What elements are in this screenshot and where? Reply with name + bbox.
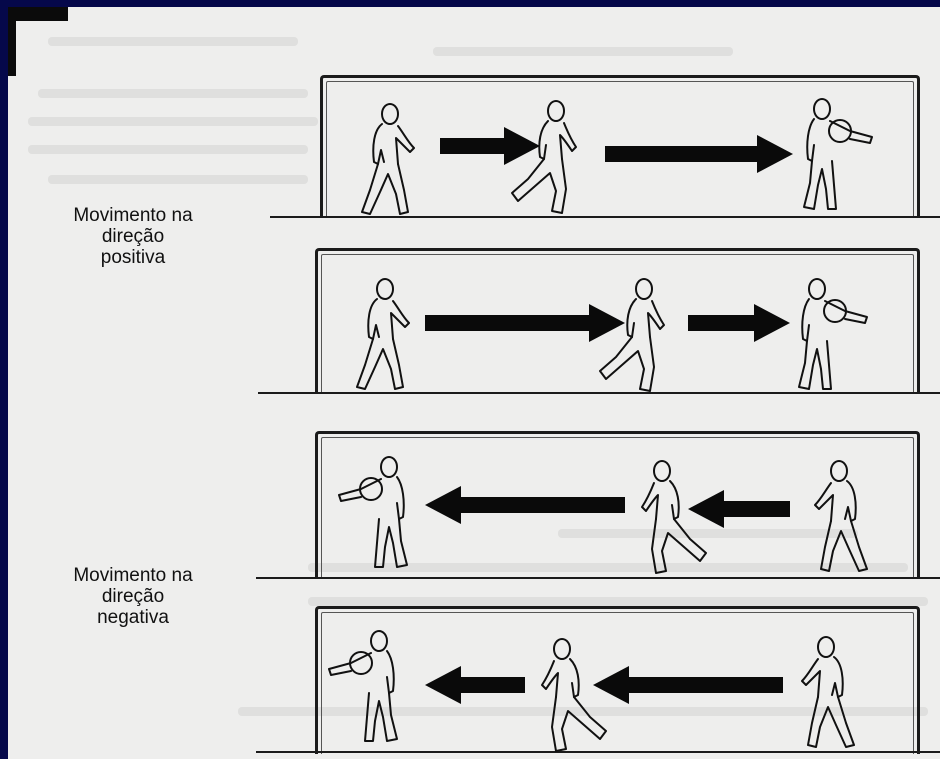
ghost-text-line bbox=[308, 563, 908, 572]
label-negative-direction: Movimento na direção negativa bbox=[73, 565, 193, 628]
running-person-icon bbox=[598, 277, 678, 402]
ghost-text-line bbox=[558, 529, 858, 538]
minus-sign bbox=[8, 7, 68, 14]
ghost-text-line bbox=[28, 145, 308, 154]
floor-line-2 bbox=[258, 392, 940, 394]
ghost-text-line bbox=[308, 597, 928, 606]
arrow-right-icon bbox=[688, 304, 790, 342]
person-holding-ball-icon bbox=[783, 277, 873, 402]
ghost-text-line bbox=[433, 47, 733, 56]
label-positive-direction: Movimento na direção positiva bbox=[73, 205, 193, 268]
floor-line-4 bbox=[256, 751, 940, 753]
arrow-left-icon bbox=[425, 486, 625, 524]
ghost-text-line bbox=[28, 117, 318, 126]
ghost-text-line bbox=[48, 175, 308, 184]
walking-person-icon bbox=[801, 459, 881, 584]
floor-line-3 bbox=[256, 577, 940, 579]
ghost-text-line bbox=[238, 707, 928, 716]
arrow-right-icon bbox=[440, 127, 540, 165]
arrow-right-icon bbox=[605, 135, 793, 173]
floor-line-1 bbox=[270, 216, 940, 218]
scene-panel-2 bbox=[315, 248, 920, 394]
person-holding-ball-icon bbox=[788, 97, 878, 222]
running-person-icon bbox=[510, 99, 590, 224]
person-holding-ball-icon bbox=[333, 455, 423, 580]
arrow-left-icon bbox=[593, 666, 783, 704]
walking-person-icon bbox=[343, 277, 423, 402]
running-person-icon bbox=[628, 459, 708, 584]
scanned-page: Movimento na direção positiva Movimento … bbox=[8, 7, 940, 759]
scene-panel-4 bbox=[315, 606, 920, 754]
running-person-icon bbox=[528, 637, 608, 759]
person-holding-ball-icon bbox=[323, 629, 413, 754]
ghost-text-line bbox=[48, 37, 298, 46]
scene-panel-1 bbox=[320, 75, 920, 218]
ghost-text-line bbox=[38, 89, 308, 98]
walking-person-icon bbox=[348, 102, 428, 227]
arrow-right-icon bbox=[425, 304, 625, 342]
arrow-left-icon bbox=[688, 490, 790, 528]
walking-person-icon bbox=[788, 635, 868, 759]
arrow-left-icon bbox=[425, 666, 525, 704]
scene-panel-3 bbox=[315, 431, 920, 579]
plus-sign-vertical bbox=[8, 21, 16, 76]
plus-sign-horizontal bbox=[8, 14, 68, 21]
